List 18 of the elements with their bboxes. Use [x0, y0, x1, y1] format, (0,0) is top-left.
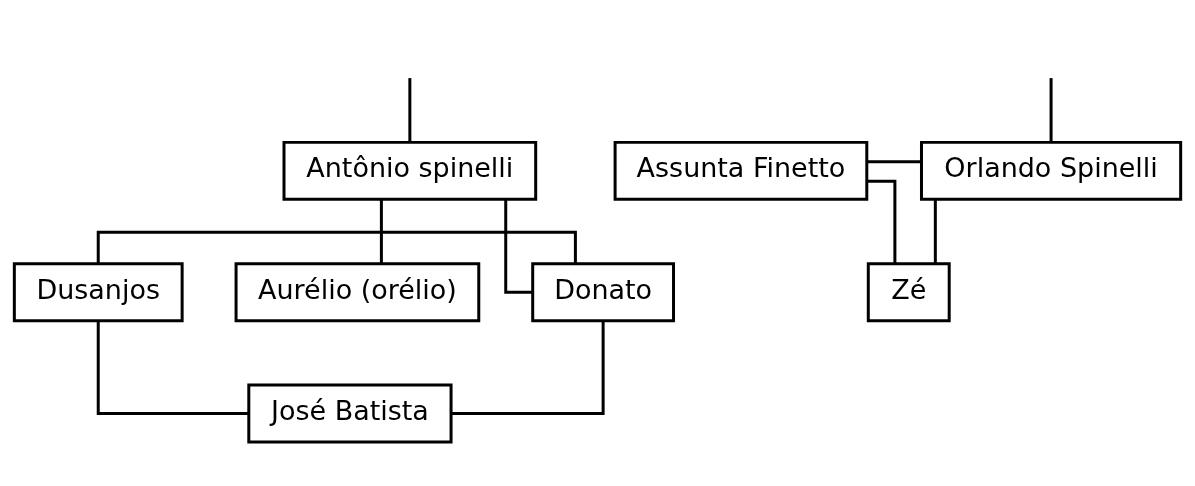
- connector: [933, 199, 937, 264]
- connector: [379, 199, 383, 264]
- node-box: Assunta Finetto: [613, 140, 869, 201]
- connector: [867, 179, 897, 264]
- node-box: Antônio spinelli: [282, 140, 538, 201]
- connector: [96, 230, 577, 264]
- node-box: Zé: [866, 261, 951, 322]
- connector: [504, 199, 533, 294]
- connector: [451, 320, 605, 415]
- node-box: Aurélio (orélio): [234, 261, 481, 322]
- node-box: Orlando Spinelli: [920, 140, 1183, 201]
- connector: [408, 77, 412, 142]
- node-box: José Batista: [247, 383, 453, 443]
- connector: [1049, 77, 1053, 142]
- connector: [96, 320, 249, 415]
- node-box: Dusanjos: [12, 261, 184, 322]
- node-box: Donato: [531, 261, 676, 322]
- connector: [867, 159, 922, 163]
